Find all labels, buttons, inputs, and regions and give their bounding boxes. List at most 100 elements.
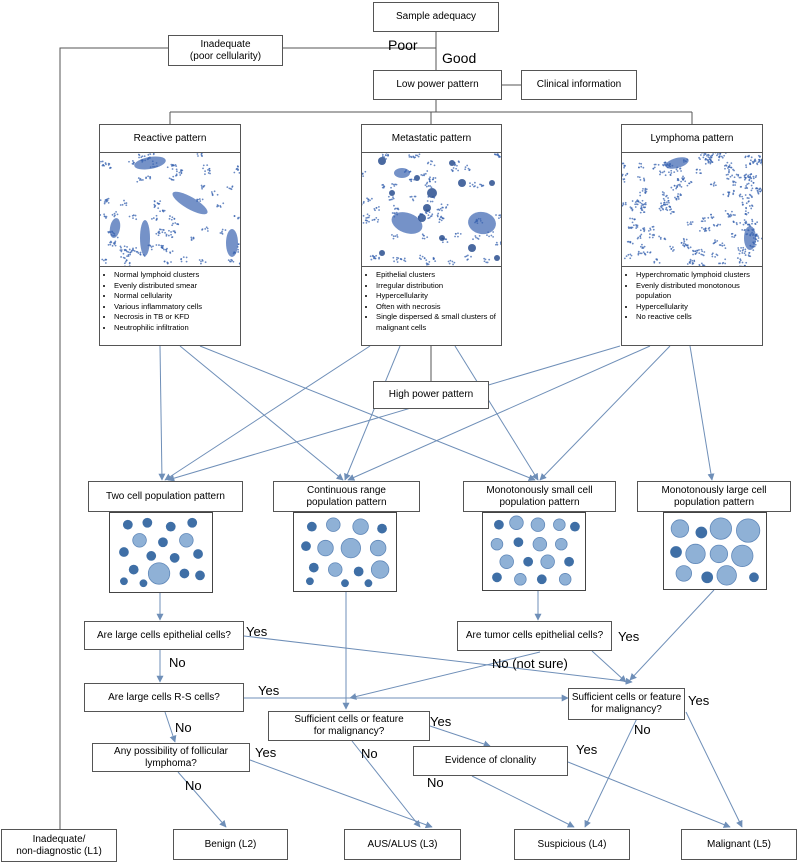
small-cell bbox=[353, 566, 364, 577]
large-cell bbox=[179, 533, 194, 548]
small-cell bbox=[165, 521, 176, 532]
mono-large-cell-drawing bbox=[663, 512, 767, 590]
small-cell bbox=[128, 564, 139, 575]
small-cell bbox=[564, 556, 574, 567]
lymphoma-feature-list: Hyperchromatic lymphoid clusters Evenly … bbox=[622, 270, 762, 323]
continuous-pattern-box: Continuous range population pattern bbox=[273, 481, 420, 512]
small-cell bbox=[193, 549, 203, 559]
lymphoma-smear-image bbox=[622, 153, 762, 267]
clonality-question: Evidence of clonality bbox=[413, 746, 568, 776]
small-cell bbox=[158, 537, 168, 548]
large-cell bbox=[147, 562, 171, 585]
small-cell bbox=[377, 523, 387, 534]
no-label-5: No bbox=[185, 778, 202, 793]
list-item: Hypercellularity bbox=[636, 302, 762, 313]
yes-label-3: Yes bbox=[258, 683, 280, 698]
cell-cluster bbox=[140, 220, 150, 256]
small-cell bbox=[341, 579, 349, 588]
list-item: Epithelial clusters bbox=[376, 270, 501, 281]
large-cell bbox=[530, 517, 546, 532]
epithelial-nodule bbox=[423, 204, 431, 212]
clonality-label: Evidence of clonality bbox=[444, 755, 537, 766]
epithelial-nodule bbox=[414, 175, 420, 181]
outcome-l3-label: AUS/ALUS (L3) bbox=[367, 838, 438, 850]
sufficient-right-label: Sufficient cells or feature for malignan… bbox=[571, 692, 682, 715]
epithelial-nodule bbox=[494, 255, 500, 261]
epithelial-nodule bbox=[468, 244, 476, 252]
epithelial-nodule bbox=[378, 157, 386, 165]
large-cell bbox=[514, 573, 527, 586]
list-item: Neutrophilic infiltration bbox=[114, 323, 240, 334]
small-cell bbox=[701, 571, 714, 584]
large-cell bbox=[558, 573, 572, 586]
smear-texture bbox=[622, 153, 762, 266]
no-label-6: No bbox=[427, 775, 444, 790]
lymphoma-pattern-title: Lymphoma pattern bbox=[622, 125, 762, 153]
continuous-cell-drawing bbox=[293, 512, 397, 592]
metastatic-pattern-title: Metastatic pattern bbox=[362, 125, 501, 153]
small-cell bbox=[536, 574, 547, 585]
large-cell bbox=[369, 539, 387, 557]
reactive-smear-image bbox=[100, 153, 240, 267]
poor-label: Poor bbox=[388, 37, 418, 53]
epithelial-nodule bbox=[418, 214, 426, 222]
large-cell bbox=[670, 519, 690, 538]
small-cell bbox=[146, 551, 157, 561]
epithelial-nodule bbox=[427, 188, 437, 198]
cell-cluster bbox=[172, 191, 208, 215]
large-cell bbox=[685, 543, 706, 565]
cell-cluster bbox=[394, 168, 410, 178]
outcome-l5: Malignant (L5) bbox=[681, 829, 797, 860]
small-cell bbox=[169, 552, 180, 563]
small-cell bbox=[749, 572, 759, 583]
no-label-2: No bbox=[634, 722, 651, 737]
small-cell bbox=[364, 579, 373, 588]
no-label-1: No bbox=[169, 655, 186, 670]
no-label-4: No bbox=[361, 746, 378, 761]
small-cell bbox=[179, 568, 190, 579]
sufficient-mid-label: Sufficient cells or feature for malignan… bbox=[294, 714, 404, 737]
epithelial-nodule bbox=[439, 235, 445, 241]
high-power-box: High power pattern bbox=[373, 381, 489, 409]
large-cell bbox=[716, 565, 737, 586]
metastatic-feature-list: Epithelial clusters Irregular distributi… bbox=[362, 270, 501, 333]
large-cell bbox=[709, 517, 732, 540]
cell-cluster bbox=[226, 229, 238, 257]
no-label-3: No bbox=[175, 720, 192, 735]
list-item: Various inflammatory cells bbox=[114, 302, 240, 313]
large-cell bbox=[370, 560, 390, 579]
yes-label-2: Yes bbox=[618, 629, 640, 644]
cell-cluster bbox=[391, 212, 423, 234]
yes-label-4: Yes bbox=[688, 693, 710, 708]
large-cell bbox=[509, 515, 524, 530]
large-cell bbox=[540, 554, 555, 569]
list-item: Single dispersed & small clusters of mal… bbox=[376, 312, 501, 333]
small-cell bbox=[142, 517, 153, 528]
follicular-question: Any possibility of follicular lymphoma? bbox=[92, 743, 250, 772]
small-cell bbox=[119, 547, 129, 557]
large-epithelial-label: Are large cells epithelial cells? bbox=[97, 629, 231, 641]
epithelial-nodule bbox=[449, 160, 455, 166]
high-power-label: High power pattern bbox=[388, 389, 474, 400]
outcome-l2: Benign (L2) bbox=[173, 829, 288, 860]
low-power-label: Low power pattern bbox=[396, 79, 479, 90]
yes-label-7: Yes bbox=[576, 742, 598, 757]
epithelial-nodule bbox=[379, 250, 385, 256]
cell-cluster bbox=[109, 218, 121, 238]
sample-adequacy-label: Sample adequacy bbox=[395, 11, 477, 22]
sufficient-mid-question: Sufficient cells or feature for malignan… bbox=[268, 711, 430, 741]
inadequate-poor-box: Inadequate (poor cellularity) bbox=[168, 35, 283, 66]
metastatic-smear-image bbox=[362, 153, 501, 267]
outcome-l3: AUS/ALUS (L3) bbox=[344, 829, 461, 860]
large-cell bbox=[736, 518, 761, 543]
list-item: Hyperchromatic lymphoid clusters bbox=[636, 270, 762, 281]
large-cell bbox=[675, 565, 693, 582]
sample-adequacy-box: Sample adequacy bbox=[373, 2, 499, 32]
small-cell bbox=[187, 517, 198, 528]
clinical-info-label: Clinical information bbox=[536, 79, 622, 90]
two-cell-drawing bbox=[109, 512, 213, 593]
sufficient-right-question: Sufficient cells or feature for malignan… bbox=[568, 688, 685, 720]
small-cell bbox=[513, 537, 524, 548]
